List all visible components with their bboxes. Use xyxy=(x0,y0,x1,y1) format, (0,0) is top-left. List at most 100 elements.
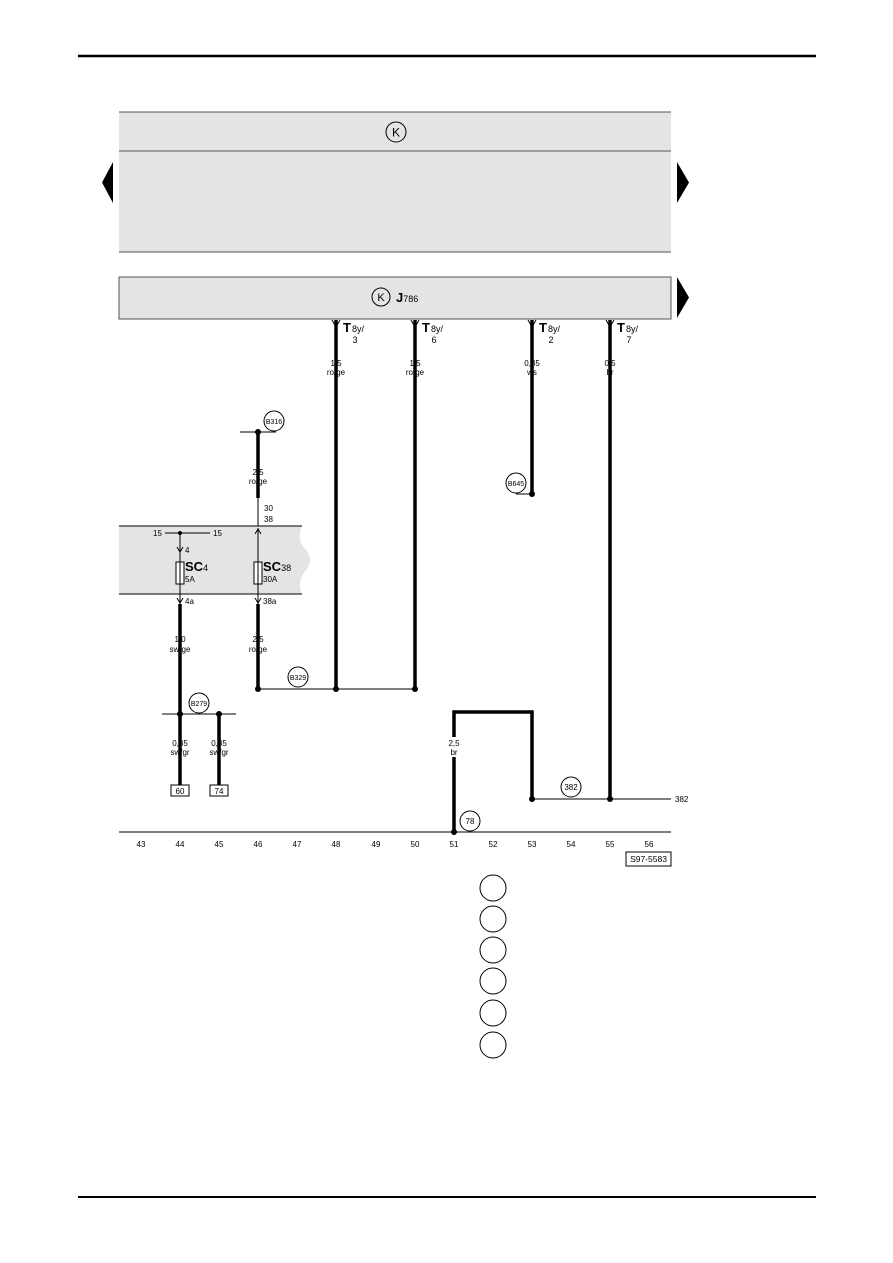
legend-circle xyxy=(479,874,507,902)
node-b279: B279 xyxy=(188,692,210,714)
svg-text:56: 56 xyxy=(645,840,654,849)
svg-text:46: 46 xyxy=(254,840,263,849)
wire-label-55: 0,5 br xyxy=(604,359,616,377)
svg-text:4: 4 xyxy=(185,546,190,555)
svg-text:br: br xyxy=(606,368,613,377)
node-b329: B329 xyxy=(287,666,309,688)
svg-text:3: 3 xyxy=(352,335,357,345)
svg-text:S97-5583: S97-5583 xyxy=(630,854,667,864)
svg-text:0,35: 0,35 xyxy=(172,739,188,748)
connector-t8y-3: T 8y/ 3 xyxy=(331,319,365,345)
fuse-sc38-label: SC38 xyxy=(263,559,291,574)
legend-circles xyxy=(479,874,507,1059)
svg-text:ws: ws xyxy=(526,368,537,377)
svg-text:7: 7 xyxy=(626,335,631,345)
wire-label-51: 2,5 br xyxy=(446,737,462,757)
track-numbers: 43 44 45 46 47 48 49 50 51 52 53 54 55 5… xyxy=(137,840,654,849)
ref-box-74[interactable]: 74 xyxy=(209,784,229,797)
svg-text:49: 49 xyxy=(372,840,381,849)
page-code: S97-5583 xyxy=(625,851,672,867)
svg-text:74: 74 xyxy=(215,787,224,796)
svg-text:6: 6 xyxy=(431,335,436,345)
wire-label-50: 1,5 ro/ge xyxy=(406,359,425,377)
svg-text:0,35: 0,35 xyxy=(524,359,540,368)
svg-text:8y/: 8y/ xyxy=(548,324,561,334)
connector-t8y-7: T 8y/ 7 xyxy=(605,319,639,345)
svg-text:T: T xyxy=(343,320,351,335)
svg-text:2,5: 2,5 xyxy=(448,739,460,748)
svg-text:K: K xyxy=(377,292,385,304)
svg-text:2,5: 2,5 xyxy=(252,468,264,477)
svg-text:8y/: 8y/ xyxy=(352,324,365,334)
node-78: 78 xyxy=(459,810,481,832)
svg-text:30A: 30A xyxy=(263,575,278,584)
wire-label-46-upper: 2,5 ro/ge xyxy=(249,468,268,486)
svg-text:45: 45 xyxy=(215,840,224,849)
svg-text:T: T xyxy=(617,320,625,335)
svg-text:0,5: 0,5 xyxy=(604,359,616,368)
svg-text:78: 78 xyxy=(466,817,475,826)
legend-circle xyxy=(479,999,507,1027)
top-component-box: K xyxy=(119,111,671,253)
svg-text:53: 53 xyxy=(528,840,537,849)
svg-text:60: 60 xyxy=(176,787,185,796)
connector-t8y-2: T 8y/ 2 xyxy=(527,319,561,345)
wire-label-53: 0,35 ws xyxy=(524,359,540,377)
wire-label-44: 1,0 sw/ge xyxy=(170,635,191,654)
svg-text:44: 44 xyxy=(176,840,185,849)
svg-text:T: T xyxy=(422,320,430,335)
node-382: 382 xyxy=(560,776,582,798)
connector-t8y-6: T 8y/ 6 xyxy=(410,319,444,345)
svg-text:382: 382 xyxy=(564,783,578,792)
svg-text:B279: B279 xyxy=(191,701,207,708)
can-symbol-icon: K xyxy=(385,121,407,143)
svg-text:54: 54 xyxy=(567,840,576,849)
svg-text:sw/gr: sw/gr xyxy=(209,748,228,757)
wire-label-44-lower: 0,35 sw/gr xyxy=(170,739,189,757)
svg-text:8y/: 8y/ xyxy=(626,324,639,334)
svg-text:br: br xyxy=(450,748,457,757)
svg-text:48: 48 xyxy=(332,840,341,849)
svg-text:8y/: 8y/ xyxy=(431,324,444,334)
svg-text:43: 43 xyxy=(137,840,146,849)
rail-15-right: 15 xyxy=(213,529,222,538)
svg-text:sw/gr: sw/gr xyxy=(170,748,189,757)
svg-text:4a: 4a xyxy=(185,597,194,606)
ref-box-60[interactable]: 60 xyxy=(170,784,190,797)
fuse-panel: 15 15 4 SC4 5A 4a SC38 30A 38a xyxy=(119,525,310,606)
svg-text:ro/ge: ro/ge xyxy=(327,368,346,377)
svg-text:55: 55 xyxy=(606,840,615,849)
terminal-30: 30 xyxy=(264,504,273,513)
svg-text:ro/ge: ro/ge xyxy=(249,645,268,654)
svg-text:K: K xyxy=(392,126,400,140)
control-unit-j786: K J786 xyxy=(118,276,672,320)
legend-circle xyxy=(479,936,507,964)
svg-text:50: 50 xyxy=(411,840,420,849)
wire-label-46-lower: 2,5 ro/ge xyxy=(249,635,268,654)
svg-text:B645: B645 xyxy=(508,481,524,488)
nav-right-arrow[interactable] xyxy=(677,162,689,203)
svg-text:2: 2 xyxy=(548,335,553,345)
fuse-sc4-label: SC4 xyxy=(185,559,208,574)
svg-text:51: 51 xyxy=(450,840,459,849)
svg-text:ro/ge: ro/ge xyxy=(249,477,268,486)
svg-text:2,5: 2,5 xyxy=(252,635,264,644)
wire-51-53 xyxy=(452,710,534,832)
svg-text:B329: B329 xyxy=(290,675,306,682)
nav-left-arrow[interactable] xyxy=(102,162,113,203)
svg-text:52: 52 xyxy=(489,840,498,849)
svg-text:1,0: 1,0 xyxy=(174,635,186,644)
svg-text:47: 47 xyxy=(293,840,302,849)
svg-text:0,35: 0,35 xyxy=(211,739,227,748)
svg-text:sw/ge: sw/ge xyxy=(170,645,191,654)
can-symbol-icon: K xyxy=(371,287,391,307)
terminal-38: 38 xyxy=(264,515,273,524)
legend-circle xyxy=(479,905,507,933)
wire-label-45-lower: 0,35 sw/gr xyxy=(209,739,228,757)
nav-right-arrow-2[interactable] xyxy=(677,277,689,318)
svg-text:38a: 38a xyxy=(263,597,277,606)
node-b316: B316 xyxy=(263,410,285,432)
svg-text:T: T xyxy=(539,320,547,335)
svg-text:B316: B316 xyxy=(266,419,282,426)
